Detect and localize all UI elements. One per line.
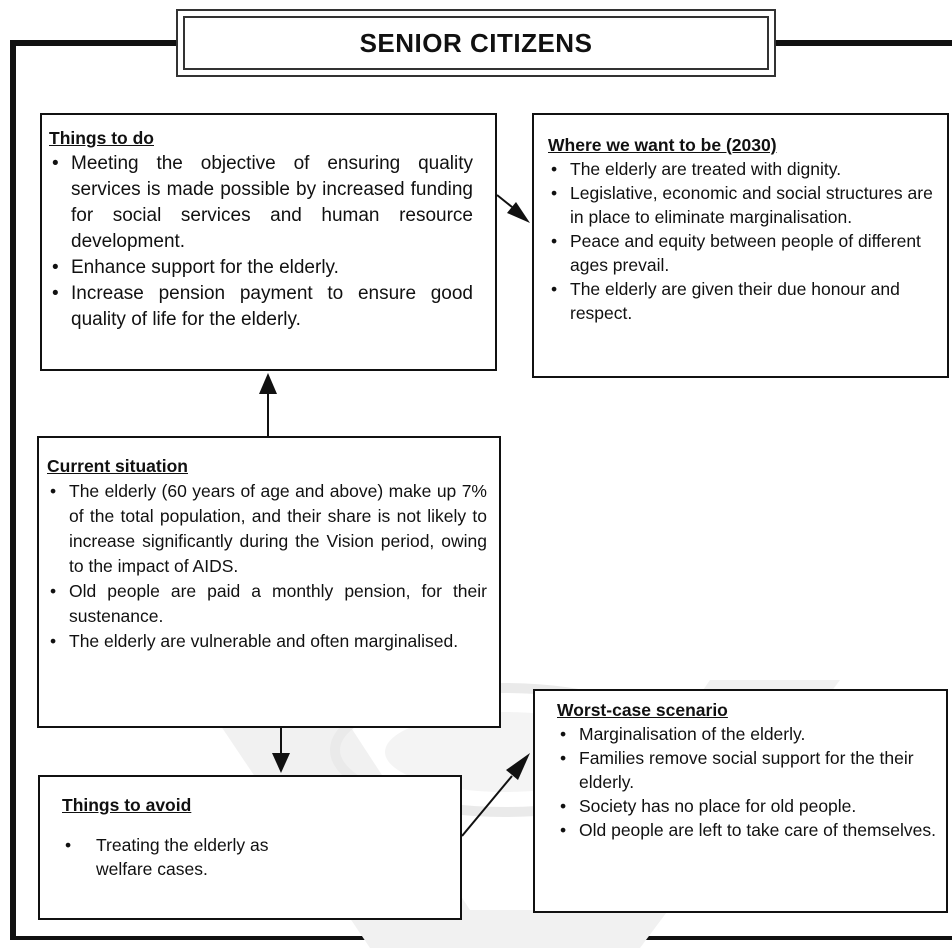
list-item: Enhance support for the elderly. bbox=[49, 255, 473, 281]
things-to-do-heading: Things to do bbox=[49, 128, 154, 148]
where-we-want-to-be-list: The elderly are treated with dignity. Le… bbox=[548, 157, 941, 325]
frame-top-left bbox=[10, 40, 178, 46]
arrow-avoid-to-worst-head bbox=[506, 753, 530, 780]
page-title: SENIOR CITIZENS bbox=[183, 16, 769, 70]
arrow-current-to-avoid-head bbox=[272, 753, 290, 773]
frame-left bbox=[10, 40, 16, 940]
list-item: Society has no place for old people. bbox=[557, 794, 940, 818]
list-item: The elderly are given their due honour a… bbox=[548, 277, 941, 325]
arrow-do-to-goal bbox=[496, 194, 513, 208]
worst-case-scenario-heading: Worst-case scenario bbox=[557, 700, 728, 720]
list-item: The elderly are vulnerable and often mar… bbox=[47, 629, 487, 654]
current-situation-heading: Current situation bbox=[47, 456, 188, 476]
things-to-do-box: Things to do Meeting the objective of en… bbox=[40, 113, 497, 371]
list-item: Old people are left to take care of them… bbox=[557, 818, 940, 842]
title-box: SENIOR CITIZENS bbox=[176, 9, 776, 77]
things-to-avoid-box: Things to avoid Treating the elderly as … bbox=[38, 775, 462, 920]
list-item: Peace and equity between people of diffe… bbox=[548, 229, 941, 277]
things-to-do-list: Meeting the objective of ensuring qualit… bbox=[49, 151, 473, 333]
frame-top-right bbox=[774, 40, 952, 46]
list-item: Old people are paid a monthly pension, f… bbox=[47, 579, 487, 629]
list-item: Increase pension payment to ensure good … bbox=[49, 281, 473, 333]
list-item: The elderly are treated with dignity. bbox=[548, 157, 941, 181]
worst-case-scenario-list: Marginalisation of the elderly. Families… bbox=[557, 722, 940, 842]
arrow-avoid-to-worst bbox=[461, 775, 513, 837]
arrow-do-to-goal-head bbox=[507, 202, 530, 223]
list-item: Meeting the objective of ensuring qualit… bbox=[49, 151, 473, 255]
list-item: Treating the elderly as welfare cases. bbox=[62, 833, 326, 881]
things-to-avoid-list: Treating the elderly as welfare cases. bbox=[62, 833, 450, 881]
list-item: Families remove social support for the t… bbox=[557, 746, 940, 794]
where-we-want-to-be-box: Where we want to be (2030) The elderly a… bbox=[532, 113, 949, 378]
current-situation-list: The elderly (60 years of age and above) … bbox=[47, 479, 487, 654]
arrow-current-to-do-head bbox=[259, 373, 277, 394]
things-to-avoid-heading: Things to avoid bbox=[62, 795, 192, 815]
list-item: The elderly (60 years of age and above) … bbox=[47, 479, 487, 579]
where-we-want-to-be-heading: Where we want to be (2030) bbox=[548, 135, 777, 155]
list-item: Legislative, economic and social structu… bbox=[548, 181, 941, 229]
current-situation-box: Current situation The elderly (60 years … bbox=[37, 436, 501, 728]
worst-case-scenario-box: Worst-case scenario Marginalisation of t… bbox=[533, 689, 948, 913]
list-item: Marginalisation of the elderly. bbox=[557, 722, 940, 746]
